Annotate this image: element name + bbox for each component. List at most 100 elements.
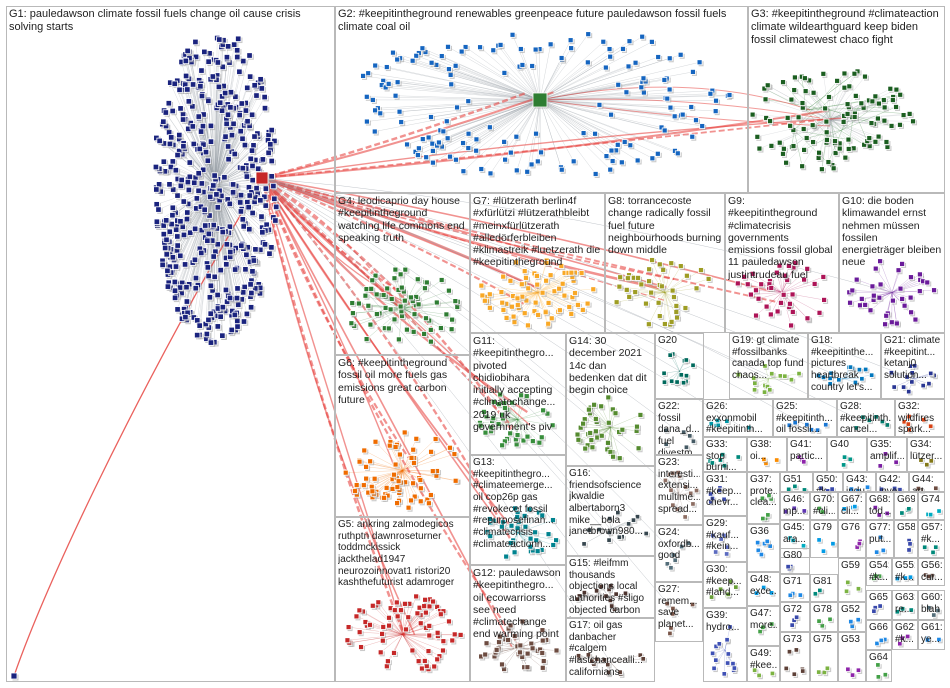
- group-label: G11: #keepitinthegro... pivoted chidiobi…: [473, 335, 556, 433]
- group-label: G35: amplif...: [870, 439, 904, 462]
- group-box-g38: G38: oi...: [747, 437, 787, 472]
- edge: [779, 265, 783, 293]
- group-label: G27: remem... save planet...: [658, 584, 698, 631]
- edge: [829, 119, 872, 124]
- edge: [805, 107, 885, 111]
- edge: [829, 119, 834, 169]
- edge: [402, 300, 456, 309]
- group-box-g41: G41: partic...: [787, 437, 827, 472]
- group-label: G13: #keepitinthegro... #climateemerge..…: [473, 457, 554, 550]
- group-box-g5: G5: arikring zalmodegicos ruthptn dawnro…: [335, 517, 470, 682]
- group-label: G23: interesti... extensi... multime... …: [658, 457, 700, 515]
- edge: [539, 99, 671, 108]
- edge: [449, 99, 541, 157]
- edge: [461, 51, 541, 101]
- edge: [539, 62, 636, 101]
- edge: [204, 51, 216, 186]
- edge: [829, 119, 836, 142]
- edge: [393, 634, 403, 654]
- group-label: G37: prote... clea...: [750, 474, 777, 509]
- group-box-g20: G20: [655, 333, 704, 399]
- edge: [389, 445, 403, 471]
- edge: [520, 48, 541, 101]
- edge: [645, 292, 666, 304]
- group-box-g25: G25: #keepitinth... oil fossil...: [773, 399, 837, 437]
- group-box-g1: G1: pauledawson climate fossil fuels cha…: [6, 6, 335, 682]
- edge: [366, 466, 403, 471]
- edge: [402, 634, 444, 642]
- edge: [382, 634, 403, 641]
- group-label: G34: lützer...: [910, 439, 942, 462]
- edge: [539, 41, 604, 101]
- edge: [891, 279, 921, 293]
- group-box-g13: G13: #keepitinthegro... #climateemerge..…: [470, 455, 566, 565]
- group-box-g2: G2: #keepitintheground renewables greenp…: [335, 6, 748, 193]
- edge: [386, 66, 541, 101]
- group-box-g30: G30: #keep... #land...: [703, 562, 747, 608]
- edge: [376, 470, 403, 495]
- edge: [539, 99, 692, 108]
- edge: [801, 76, 831, 121]
- edge: [758, 292, 783, 299]
- edge: [891, 276, 921, 293]
- edge: [829, 119, 879, 137]
- edge: [366, 99, 541, 122]
- edge: [199, 184, 216, 335]
- group-label: G7: #lützerath berlin4f #xfürlützi #lütz…: [473, 195, 601, 269]
- edge: [402, 449, 414, 471]
- edge: [493, 50, 541, 101]
- edge: [782, 82, 831, 121]
- edge: [664, 292, 672, 322]
- edge: [174, 184, 216, 291]
- group-label: G18: #keepitinthe... pictures heartbreak…: [811, 335, 874, 393]
- edge: [539, 41, 630, 101]
- edge: [479, 47, 541, 101]
- edge: [402, 627, 426, 635]
- edge: [395, 95, 541, 101]
- edge: [781, 279, 805, 293]
- edge: [808, 80, 831, 121]
- edge: [664, 275, 687, 293]
- edge: [891, 281, 924, 293]
- edge: [402, 308, 453, 320]
- edge: [535, 49, 541, 101]
- edge: [829, 119, 849, 150]
- group-label: G41: partic...: [790, 439, 823, 462]
- edge: [402, 634, 438, 660]
- edge: [805, 73, 855, 111]
- edge: [747, 284, 783, 293]
- edge: [829, 119, 865, 145]
- edge: [781, 292, 820, 313]
- edge: [891, 292, 911, 298]
- edge: [432, 99, 541, 152]
- edge: [829, 119, 870, 147]
- edge: [186, 184, 216, 288]
- edge: [197, 184, 216, 336]
- group-label: G39: hydro...: [706, 610, 740, 633]
- edge: [539, 99, 683, 115]
- edge: [539, 99, 611, 170]
- edge: [463, 99, 541, 172]
- group-label: G1: pauledawson climate fossil fuels cha…: [9, 8, 301, 33]
- edge: [891, 289, 935, 293]
- edge: [350, 634, 403, 643]
- group-label: G3: #keepitintheground #climateaction cl…: [751, 8, 939, 46]
- edge: [539, 41, 652, 101]
- group-label: G5: arikring zalmodegicos ruthptn dawnro…: [338, 519, 455, 589]
- edge: [200, 86, 216, 186]
- group-label: G38: oi...: [750, 439, 772, 462]
- edge: [539, 99, 676, 152]
- group-box-g15: G15: #leifmm thousands objections local …: [566, 556, 655, 618]
- edge: [537, 292, 549, 324]
- edge: [539, 89, 670, 101]
- edge: [171, 137, 216, 186]
- edge: [506, 292, 538, 319]
- group-label: G25: #keepitinth... oil fossil...: [776, 401, 833, 436]
- edge: [537, 289, 594, 293]
- group-label: G48: exce...: [750, 574, 777, 597]
- edge: [400, 610, 403, 635]
- group-box-g29: G29: #kauf... #kein...: [703, 516, 747, 562]
- edge: [402, 448, 450, 471]
- edge: [359, 460, 403, 471]
- edge: [374, 99, 541, 132]
